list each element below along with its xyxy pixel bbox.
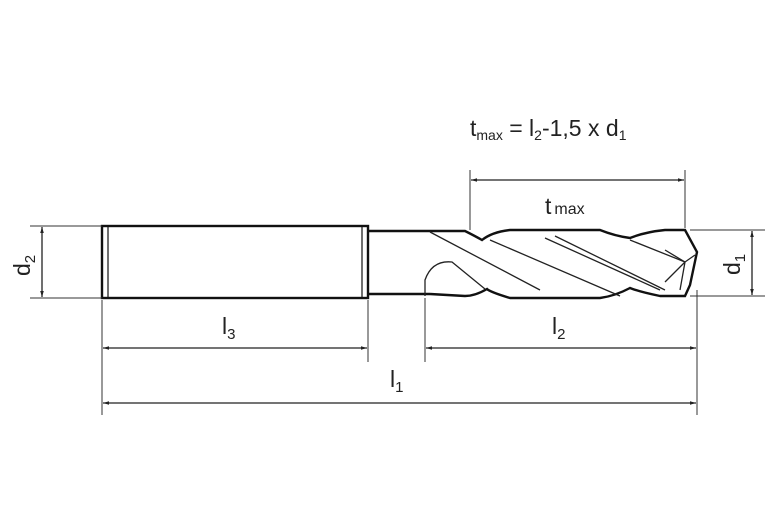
dimension-lines	[40, 178, 754, 405]
formula-text: tmax = l2-1,5 x d1	[470, 115, 627, 143]
l1-label: l1	[390, 366, 403, 396]
drill-body	[424, 228, 699, 300]
drill-shank	[100, 224, 430, 300]
l3-label: l3	[222, 313, 235, 343]
d1-label: d1	[719, 254, 749, 275]
extension-lines	[30, 170, 765, 415]
l2-label: l2	[552, 313, 565, 343]
d2-label: d2	[9, 255, 39, 276]
